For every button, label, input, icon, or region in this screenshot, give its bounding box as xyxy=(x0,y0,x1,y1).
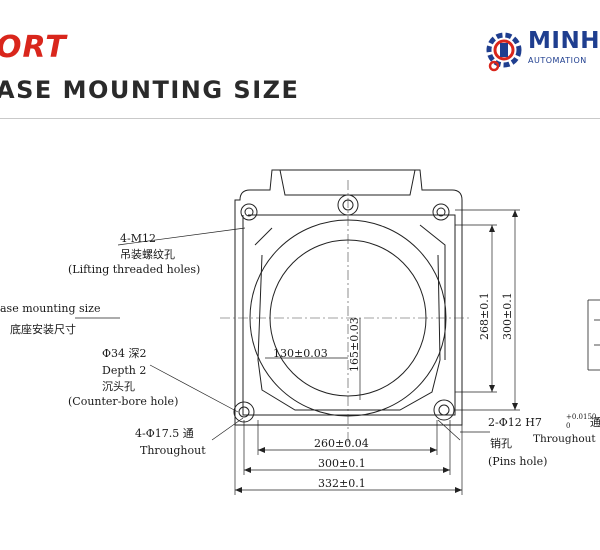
top-housing xyxy=(279,169,416,196)
page-title: ASE MOUNTING SIZE xyxy=(0,76,300,104)
base-inner-outline xyxy=(242,214,456,416)
brand-title: ORT xyxy=(0,30,67,65)
header-divider xyxy=(0,118,600,119)
pin-cn-label: 销孔 xyxy=(490,436,512,450)
base-size-en-label: ase mounting size xyxy=(0,302,100,315)
base-outline xyxy=(234,169,463,426)
pin-through-label: 通 xyxy=(590,416,600,429)
company-logo: MINH AUTOMATION xyxy=(484,26,600,76)
dim-268: 268±0.1 xyxy=(478,292,491,340)
pin-tol-lower: 0 xyxy=(566,422,570,430)
through-dia-label: 4-Φ17.5 通 xyxy=(135,427,194,440)
counterbore-cn-label: 沉头孔 xyxy=(102,380,135,393)
dim-260: 260±0.04 xyxy=(314,437,369,450)
dim-332: 332±0.1 xyxy=(318,477,366,490)
dim-130: 130±0.03 xyxy=(273,347,328,360)
lifting-thread-label: 4-M12 xyxy=(120,232,156,245)
lifting-en-label: (Lifting threaded holes) xyxy=(68,263,200,276)
counterbore-en-label: (Counter-bore hole) xyxy=(68,395,178,408)
base-mounting-drawing: 130±0.03 165±0.03 268±0.1 300±0.1 260±0.… xyxy=(0,169,600,495)
side-view-fragment xyxy=(587,299,600,371)
gear-icon xyxy=(486,32,522,72)
lifting-hole-tl xyxy=(240,203,258,221)
dim-165: 165±0.03 xyxy=(348,317,361,372)
throughout-label: Throughout xyxy=(140,444,206,457)
lifting-hole-bl xyxy=(233,401,255,423)
lifting-hole-br xyxy=(433,399,455,421)
pin-spec-label: 2-Φ12 H7 xyxy=(488,416,542,429)
pin-tol-upper: +0.0150 xyxy=(566,413,596,421)
dim-300-horizontal: 300±0.1 xyxy=(318,457,366,470)
counterbore-dia-label: Φ34 深2 xyxy=(102,347,147,360)
pin-en-label: (Pins hole) xyxy=(488,455,547,468)
depth-label: Depth 2 xyxy=(102,364,146,377)
logo-subtitle: AUTOMATION xyxy=(528,56,587,65)
logo-name: MINH xyxy=(528,28,600,54)
lifting-cn-label: 吊装螺纹孔 xyxy=(120,247,175,261)
pin-throughout-label: Throughout xyxy=(533,433,596,445)
lifting-hole-tr xyxy=(432,203,450,221)
base-size-cn-label: 底座安装尺寸 xyxy=(10,322,76,336)
dim-300-vertical: 300±0.1 xyxy=(501,292,514,340)
